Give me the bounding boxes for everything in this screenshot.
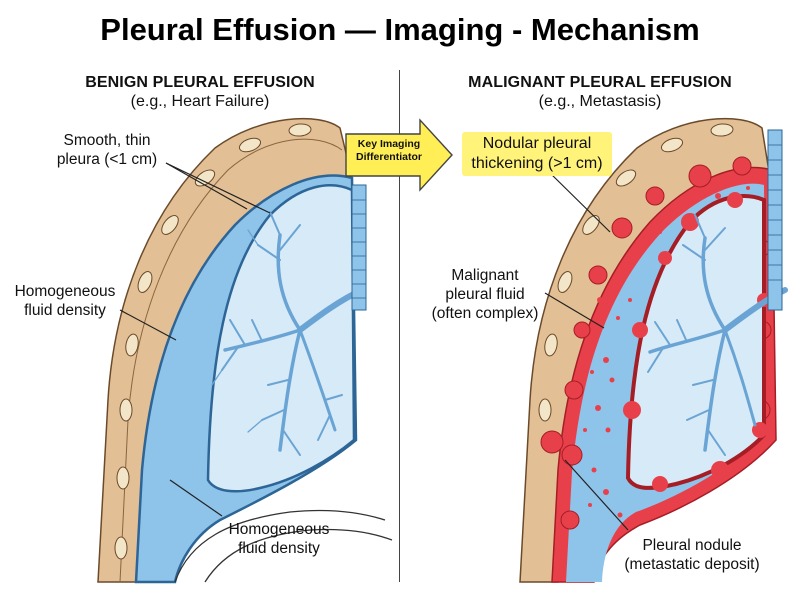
- benign-leaders: [119, 162, 271, 517]
- malignant-subheading: (e.g., Metastasis): [538, 93, 662, 110]
- key-differentiator-label: Key Imaging Differentiator: [350, 138, 428, 164]
- label-thickening-line1: Nodular pleural: [482, 135, 592, 152]
- benign-heading: BENIGN PLEURAL EFFUSION: [85, 74, 315, 91]
- label-fluid-upper-line2: fluid density: [24, 302, 106, 319]
- label-pleural-nodule: Pleural nodule (metastatic deposit): [612, 536, 772, 574]
- label-nodule-line1: Pleural nodule: [642, 537, 742, 554]
- label-malignant-fluid-line2: pleural fluid: [445, 286, 525, 303]
- malignant-heading: MALIGNANT PLEURAL EFFUSION: [468, 74, 732, 91]
- malignant-trachea: [767, 129, 783, 311]
- malignant-fluid-particles: [583, 186, 750, 518]
- malignant-illustration: [519, 117, 788, 583]
- benign-subheading: (e.g., Heart Failure): [130, 93, 270, 110]
- center-divider: [399, 70, 400, 582]
- label-fluid-upper-line1: Homogeneous: [14, 283, 116, 300]
- malignant-lung-deposits: [623, 192, 771, 492]
- label-homogeneous-fluid-upper: Homogeneous fluid density: [0, 282, 130, 320]
- label-malignant-fluid: Malignant pleural fluid (often complex): [420, 266, 550, 323]
- label-fluid-lower-line2: fluid density: [238, 540, 320, 557]
- label-pleura-line1: Smooth, thin: [63, 132, 151, 149]
- benign-illustration: [97, 117, 393, 584]
- arrow-line1: Key Imaging: [357, 138, 421, 150]
- label-nodule-line2: (metastatic deposit): [624, 556, 760, 573]
- benign-trachea: [351, 184, 367, 311]
- label-thickening-line2: thickening (>1 cm): [471, 155, 603, 172]
- label-pleura-line2: pleura (<1 cm): [56, 151, 158, 168]
- label-nodular-thickening: Nodular pleural thickening (>1 cm): [462, 132, 612, 176]
- key-differentiator-arrow: [345, 118, 453, 192]
- benign-header: BENIGN PLEURAL EFFUSION (e.g., Heart Fai…: [0, 74, 400, 111]
- malignant-header: MALIGNANT PLEURAL EFFUSION (e.g., Metast…: [400, 74, 800, 111]
- label-smooth-thin-pleura: Smooth, thin pleura (<1 cm): [42, 131, 172, 169]
- benign-lung: [206, 184, 356, 493]
- label-malignant-fluid-line3: (often complex): [431, 305, 539, 322]
- label-homogeneous-fluid-lower: Homogeneous fluid density: [214, 520, 344, 558]
- page-title: Pleural Effusion — Imaging - Mechanism: [100, 12, 700, 47]
- malignant-leaders: [544, 170, 629, 531]
- label-fluid-lower-line1: Homogeneous: [228, 521, 330, 538]
- label-malignant-fluid-line1: Malignant: [451, 267, 519, 284]
- arrow-line2: Differentiator: [356, 151, 422, 163]
- malignant-ribs: [538, 123, 734, 422]
